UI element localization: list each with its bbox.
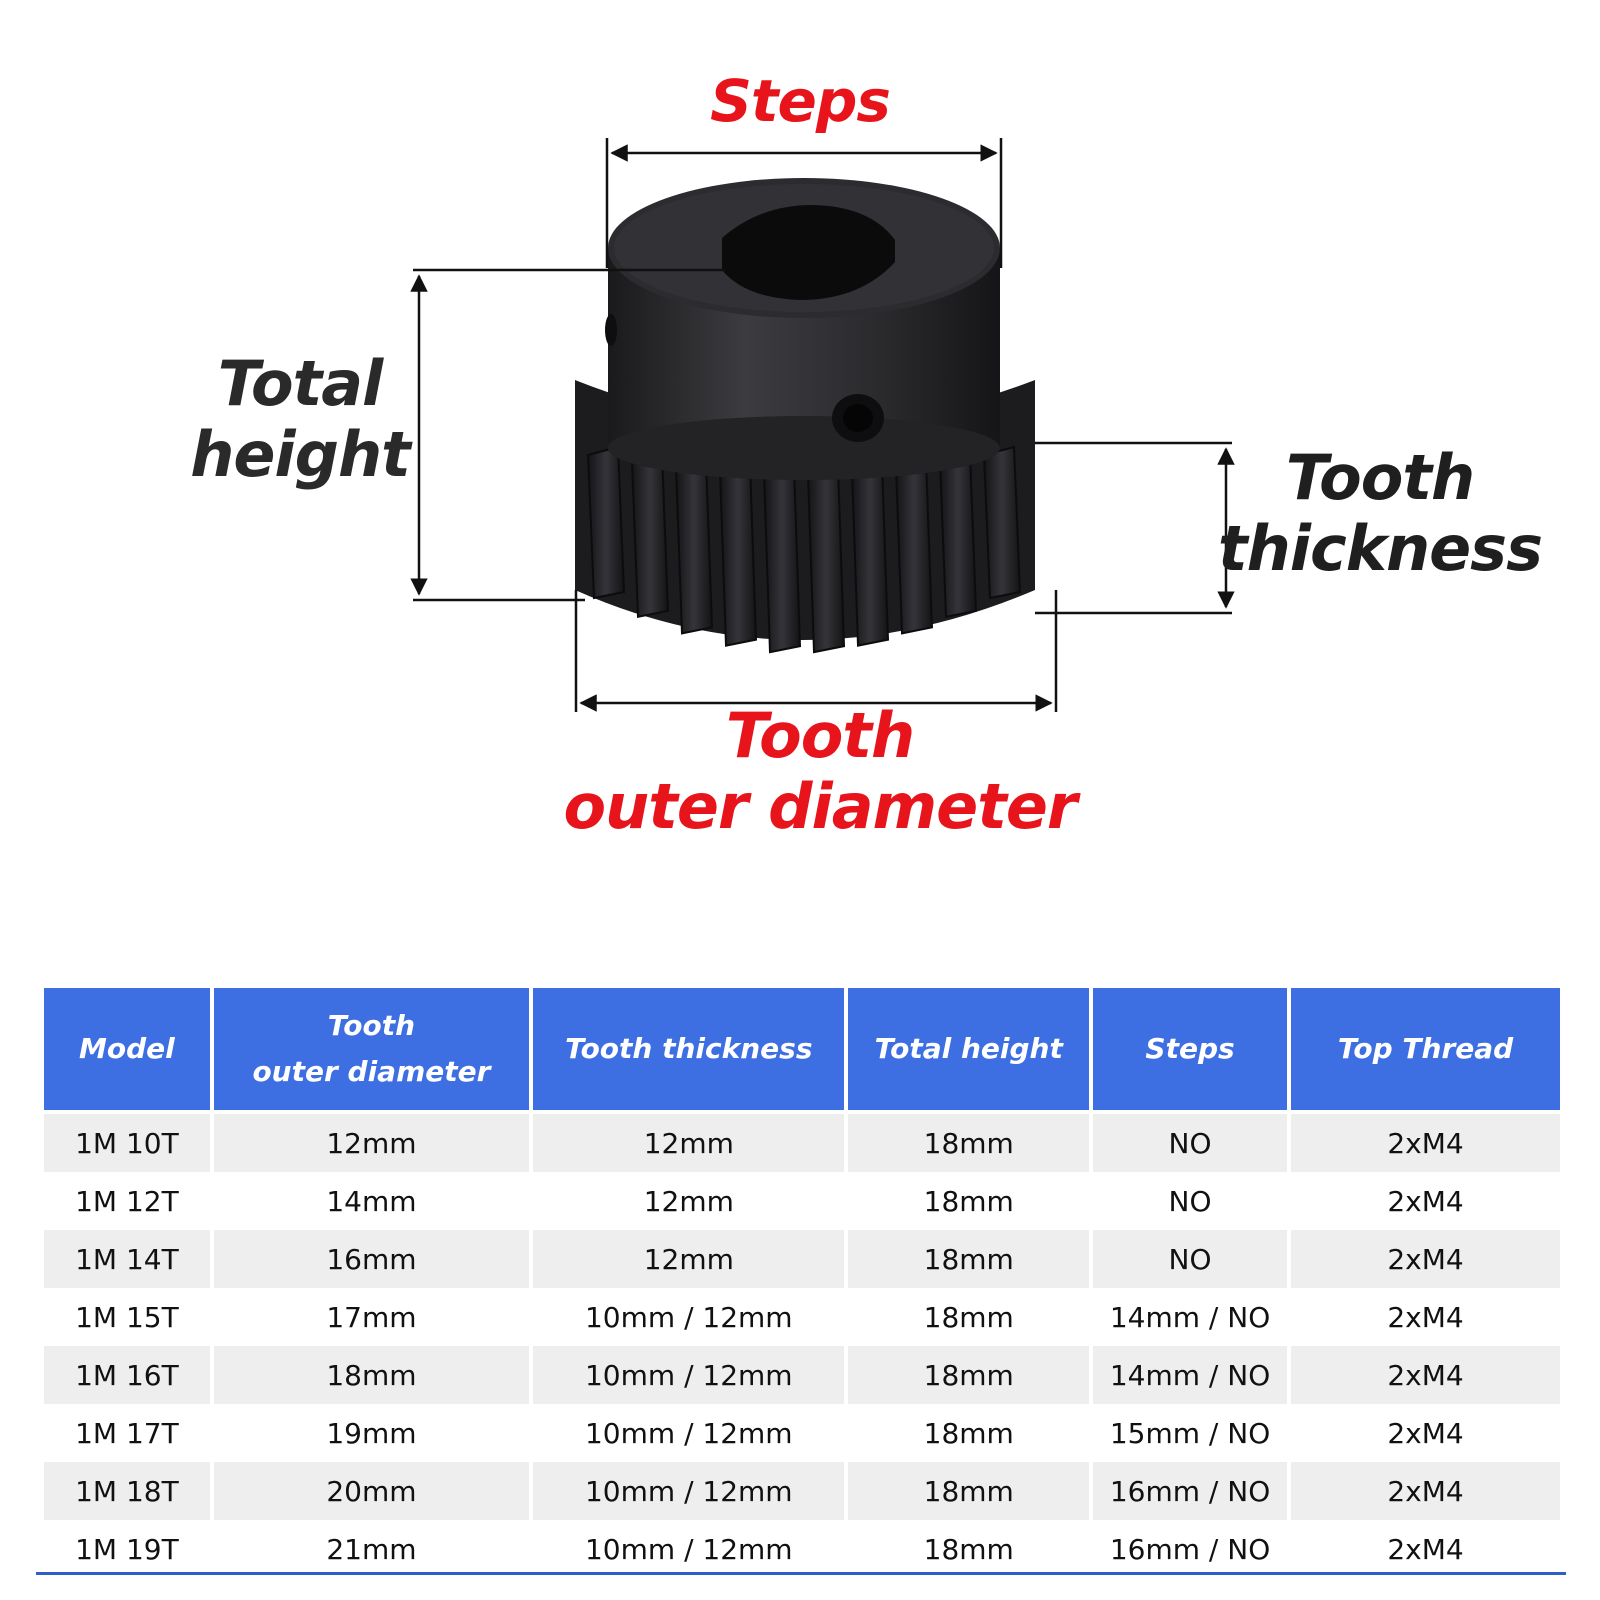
table-cell: 10mm / 12mm [533,1462,845,1520]
table-cell: 16mm [213,1230,530,1288]
table-cell: 20mm [213,1462,530,1520]
table-cell: 1M 15T [44,1288,210,1346]
table-cell: 18mm [848,1520,1090,1578]
table-header-cell: Steps [1093,988,1288,1114]
table-cell: 17mm [213,1288,530,1346]
table-cell: 12mm [533,1114,845,1172]
table-cell: NO [1093,1172,1288,1230]
table-cell: 10mm / 12mm [533,1346,845,1404]
tooth-thickness-dimension [1035,441,1235,615]
outer-diameter-label-line2: outer diameter [563,770,1078,844]
tooth-thickness-label-line2: thickness [1217,512,1543,586]
total-height-label: Total height [150,348,450,491]
table-cell: 2xM4 [1291,1346,1560,1404]
table-cell: 2xM4 [1291,1404,1560,1462]
table-cell: 1M 14T [44,1230,210,1288]
table-cell: 12mm [213,1114,530,1172]
table-cell: 14mm / NO [1093,1346,1288,1404]
table-cell: 1M 10T [44,1114,210,1172]
table-cell: 12mm [533,1230,845,1288]
table-cell: NO [1093,1114,1288,1172]
total-height-label-line2: height [190,418,411,492]
table-cell: 16mm / NO [1093,1462,1288,1520]
outer-diameter-label-line1: Tooth [725,699,915,772]
total-height-dimension [410,268,725,602]
table-cell: 10mm / 12mm [533,1288,845,1346]
table-cell: 18mm [848,1288,1090,1346]
table-header-cell: Model [44,988,210,1114]
table-cell: 21mm [213,1520,530,1578]
table-cell: 2xM4 [1291,1520,1560,1578]
table-cell: 1M 17T [44,1404,210,1462]
table-header-cell: Tooth outer diameter [213,988,530,1114]
table-cell: 1M 19T [44,1520,210,1578]
table-cell: 18mm [848,1462,1090,1520]
table-cell: 10mm / 12mm [533,1404,845,1462]
table-header-cell: Tooth thickness [533,988,845,1114]
table-cell: 14mm [213,1172,530,1230]
table-cell: 2xM4 [1291,1172,1560,1230]
gear-hub [605,178,1000,480]
table-cell: 14mm / NO [1093,1288,1288,1346]
tooth-thickness-label-line1: Tooth [1285,441,1475,514]
steps-label: Steps [710,67,891,135]
table-cell: 18mm [848,1346,1090,1404]
table-cell: 18mm [848,1172,1090,1230]
table-cell: 18mm [848,1404,1090,1462]
steps-dimension [605,138,1003,268]
table-cell: 1M 16T [44,1346,210,1404]
table-bottom-rule [36,1572,1566,1575]
total-height-label-line1: Total [217,347,384,420]
gear-diagram [410,138,1235,712]
table-cell: 19mm [213,1404,530,1462]
table-cell: 18mm [213,1346,530,1404]
table-cell: 2xM4 [1291,1462,1560,1520]
table-cell: 10mm / 12mm [533,1520,845,1578]
table-cell: NO [1093,1230,1288,1288]
table-cell: 1M 12T [44,1172,210,1230]
table-cell: 18mm [848,1230,1090,1288]
table-cell: 18mm [848,1114,1090,1172]
table-cell: 15mm / NO [1093,1404,1288,1462]
outer-diameter-dimension [574,590,1058,712]
outer-diameter-label: Tooth outer diameter [500,700,1140,843]
table-header-cell: Total height [848,988,1090,1114]
table-cell: 16mm / NO [1093,1520,1288,1578]
table-cell: 1M 18T [44,1462,210,1520]
table-cell: 2xM4 [1291,1230,1560,1288]
table-cell: 2xM4 [1291,1114,1560,1172]
table-cell: 12mm [533,1172,845,1230]
table-header-cell: Top Thread [1291,988,1560,1114]
tooth-thickness-label: Tooth thickness [1215,442,1545,585]
table-cell: 2xM4 [1291,1288,1560,1346]
